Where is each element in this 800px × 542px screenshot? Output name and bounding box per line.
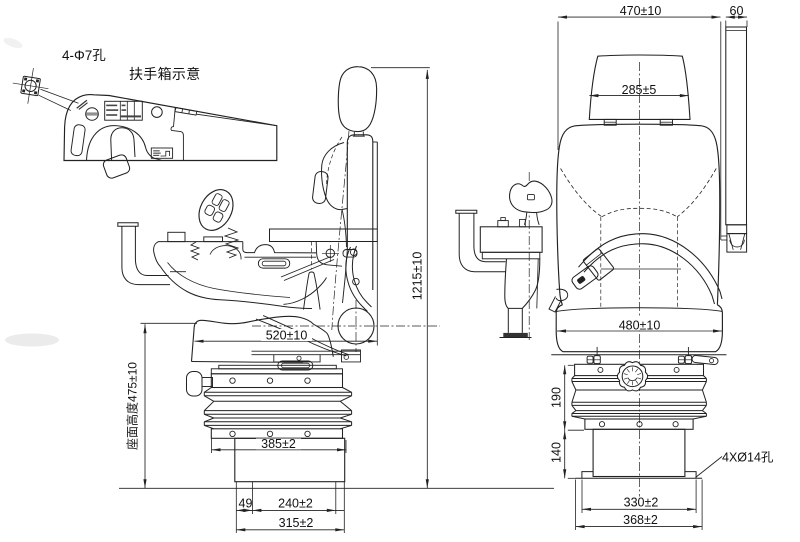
svg-text:240±2: 240±2	[278, 497, 313, 511]
svg-text:368±2: 368±2	[623, 513, 658, 527]
svg-text:285±5: 285±5	[622, 83, 657, 97]
svg-text:4XØ14孔: 4XØ14孔	[722, 451, 774, 465]
svg-text:330±2: 330±2	[624, 496, 659, 510]
svg-text:315±2: 315±2	[279, 516, 314, 530]
svg-text:520±10: 520±10	[266, 329, 308, 343]
svg-text:扶手箱示意: 扶手箱示意	[129, 66, 201, 82]
svg-text:4-Φ7孔: 4-Φ7孔	[62, 48, 106, 63]
svg-text:140: 140	[550, 442, 564, 463]
svg-text:385±2: 385±2	[261, 437, 296, 451]
svg-text:49: 49	[239, 497, 253, 511]
svg-text:座面高度475±10: 座面高度475±10	[125, 362, 140, 450]
svg-text:190: 190	[550, 387, 564, 408]
svg-text:470±10: 470±10	[620, 4, 662, 18]
svg-text:480±10: 480±10	[619, 319, 661, 333]
svg-text:60: 60	[730, 4, 744, 18]
svg-text:1215±10: 1215±10	[411, 252, 425, 301]
